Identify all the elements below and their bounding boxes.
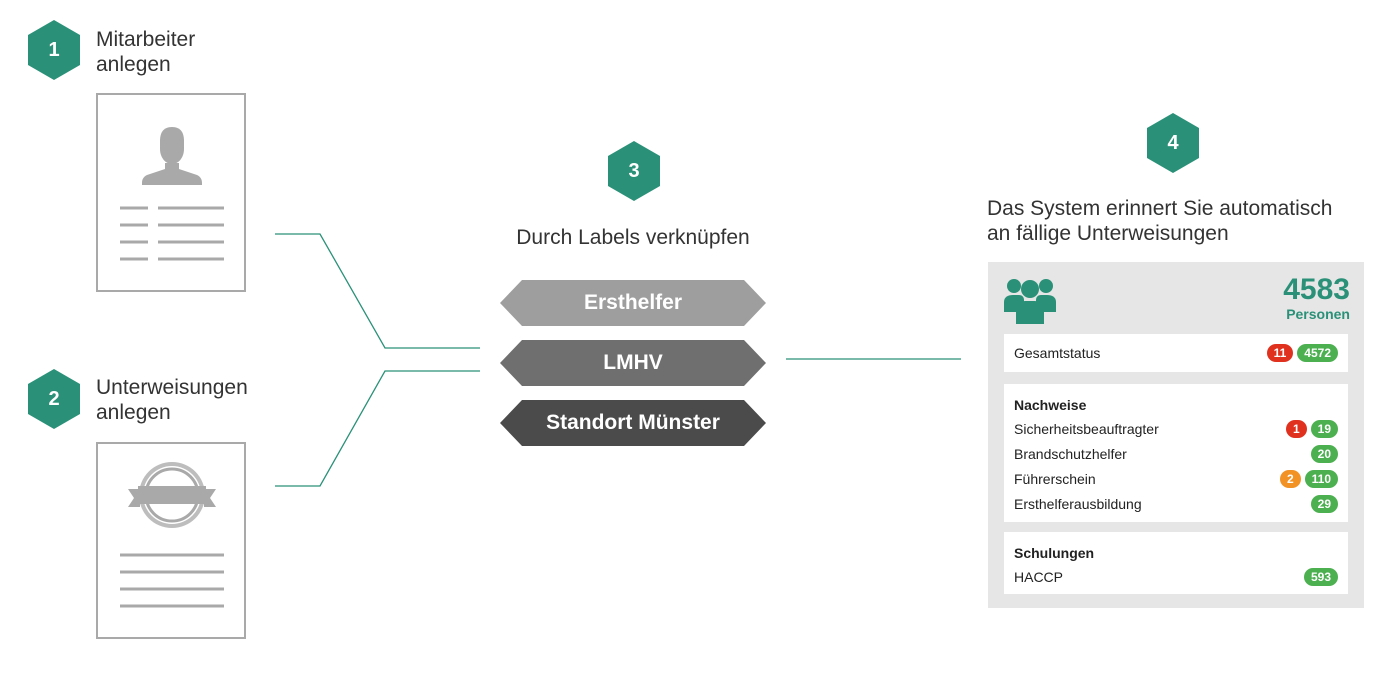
step-2-line1: Unterweisungen [96,376,248,399]
connector-training [275,370,480,487]
label-shape-icon [500,400,766,446]
nachweise-row[interactable]: Brandschutzhelfer 20 [1014,442,1338,466]
status-card[interactable]: Gesamtstatus 11 4572 [1004,334,1348,372]
step-1-line1: Mitarbeiter [96,28,196,51]
nachweise-badges: 20 [1310,445,1338,463]
person-silhouette-icon [142,127,202,185]
nachweise-badges: 29 [1310,495,1338,513]
step-4-line1: Das System erinnert Sie automatisch [987,197,1333,220]
label-ersthelfer[interactable]: Ersthelfer [500,280,766,326]
status-row[interactable]: Gesamtstatus 11 4572 [1014,341,1338,365]
badge-green: 29 [1310,495,1338,513]
nachweise-row[interactable]: Ersthelferausbildung 29 [1014,492,1338,516]
step-2-text: Unterweisungen anlegen [96,375,248,425]
schulungen-card: Schulungen HACCP 593 [1004,532,1348,594]
schulungen-row[interactable]: HACCP 593 [1014,565,1338,589]
nachweise-name: Sicherheitsbeauftragter [1014,421,1159,437]
step-2-number: 2 [48,388,60,410]
step-4-line2: an fällige Unterweisungen [987,222,1229,245]
group-icon [1004,279,1056,324]
nachweise-row[interactable]: Sicherheitsbeauftragter 1 19 [1014,417,1338,441]
label-shape-icon [500,280,766,326]
badge-green: 19 [1310,420,1338,438]
status-badges: 11 4572 [1266,344,1338,362]
nachweise-badges: 2 110 [1279,470,1338,488]
label-standort-muenster-text: Standort Münster [546,411,720,434]
nachweise-badges: 1 19 [1285,420,1338,438]
label-standort-muenster[interactable]: Standort Münster [500,400,766,446]
step-4-hexagon-icon [1147,113,1199,173]
schulungen-name: HACCP [1014,569,1064,585]
badge-green: 110 [1304,470,1338,488]
label-lmhv-text: LMHV [603,351,663,374]
status-name: Gesamtstatus [1014,345,1101,361]
nachweise-row[interactable]: Führerschein 2 110 [1014,467,1338,491]
dashboard-panel: 4583 Personen Gesamtstatus 11 4572 Nachw… [988,262,1364,608]
step-4-number: 4 [1167,132,1179,154]
badge-red: 1 [1285,420,1307,438]
nachweise-card: Nachweise Sicherheitsbeauftragter 1 19 B… [1004,384,1348,522]
step-1-text: Mitarbeiter anlegen [96,27,195,77]
nachweise-name: Führerschein [1014,471,1096,487]
text-lines-icon [120,206,224,261]
step-3-hexagon-icon [608,141,660,201]
status-badge-red: 11 [1266,344,1294,362]
schulungen-heading: Schulungen [1014,545,1095,561]
nachweise-heading: Nachweise [1014,397,1087,413]
step-4-text: Das System erinnert Sie automatisch an f… [987,196,1332,246]
nachweise-name: Ersthelferausbildung [1014,496,1142,512]
total-label: Personen [1286,306,1350,322]
step-3-number: 3 [628,160,640,182]
label-ersthelfer-text: Ersthelfer [583,291,683,314]
nachweise-name: Brandschutzhelfer [1014,446,1127,462]
step-2-hexagon-icon [28,369,80,429]
employee-document-icon [96,93,246,292]
training-certificate-icon [96,442,246,639]
step-1-number: 1 [48,39,60,61]
label-shape-icon [500,340,766,386]
step-3-text: Durch Labels verknüpfen [516,226,750,249]
total-count: 4583 [1283,273,1350,306]
label-lmhv[interactable]: LMHV [500,340,766,386]
schulungen-badges: 593 [1303,568,1338,586]
step-2-line2: anlegen [96,401,171,424]
step-1-hexagon-icon [28,20,80,80]
badge-orange: 2 [1279,470,1301,488]
status-badge-green: 4572 [1297,344,1338,362]
step-1-line2: anlegen [96,53,171,76]
seal-badge-icon [128,462,216,528]
badge-green: 593 [1303,568,1338,586]
badge-green: 20 [1310,445,1338,463]
certificate-lines-icon [120,553,224,608]
connector-employee [275,233,480,349]
